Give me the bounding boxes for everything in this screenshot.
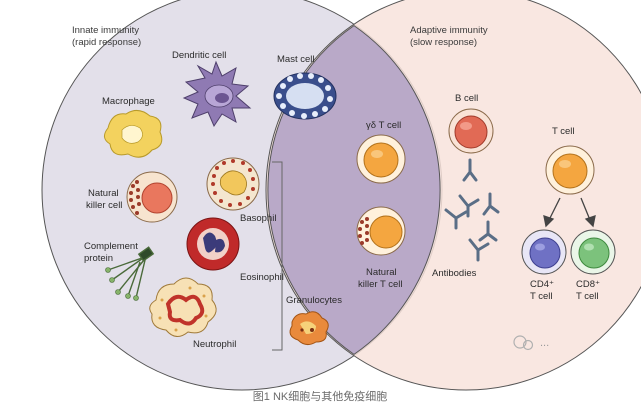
neutrophil-label: Neutrophil [193, 339, 236, 350]
granulocytes-label: Granulocytes [286, 295, 342, 306]
cd8-label-line2: T cell [576, 291, 599, 302]
cd4-label-line1: CD4⁺ [530, 279, 554, 290]
mast-cell-icon [273, 72, 337, 120]
adaptive-subtitle: (slow response) [410, 37, 477, 48]
basophil-icon [206, 157, 260, 211]
basophil-label: Basophil [240, 213, 276, 224]
nkt-label-line2: killer T cell [358, 279, 403, 290]
granulocyte-bracket [272, 161, 283, 351]
eosinophil-label: Eosinophil [240, 272, 284, 283]
cd4-t-cell-icon [521, 229, 567, 275]
t-cell-arrows [543, 197, 596, 228]
complement-protein-icon [105, 246, 155, 301]
granulocyte-icon [289, 311, 329, 346]
dendritic-cell-icon [182, 60, 252, 128]
nk-label-line1: Natural [88, 188, 119, 199]
cd8-label-line1: CD8⁺ [576, 279, 600, 290]
cd8-t-cell-icon [570, 229, 616, 275]
macrophage-icon [104, 110, 163, 158]
antibodies-label: Antibodies [432, 268, 477, 279]
watermark: ... [513, 335, 549, 351]
neutrophil-icon [149, 277, 217, 337]
natural-killer-t-cell-icon [356, 206, 406, 256]
complement-label-line2: protein [84, 253, 113, 264]
b-cell-label: B cell [455, 93, 478, 104]
watermark-text: ... [540, 337, 549, 349]
macrophage-label: Macrophage [102, 96, 155, 107]
figure-caption: 图1 NK细胞与其他免疫细胞 [253, 389, 387, 403]
innate-title: Innate immunity [72, 25, 139, 36]
gamma-delta-label: γδ T cell [366, 120, 401, 131]
eosinophil-icon [186, 217, 240, 271]
dendritic-label: Dendritic cell [172, 50, 226, 61]
complement-label-line1: Complement [84, 241, 138, 252]
antibodies-icon [444, 158, 500, 262]
t-cell-icon [545, 145, 595, 195]
nk-label-line2: killer cell [86, 200, 122, 211]
gamma-delta-t-cell-icon [356, 134, 406, 184]
adaptive-title: Adaptive immunity [410, 25, 488, 36]
nkt-label-line1: Natural [366, 267, 397, 278]
t-cell-label: T cell [552, 126, 575, 137]
cd4-label-line2: T cell [530, 291, 553, 302]
b-cell-icon [448, 108, 494, 154]
innate-subtitle: (rapid response) [72, 37, 141, 48]
natural-killer-cell-icon [126, 171, 178, 223]
mast-label: Mast cell [277, 54, 314, 65]
